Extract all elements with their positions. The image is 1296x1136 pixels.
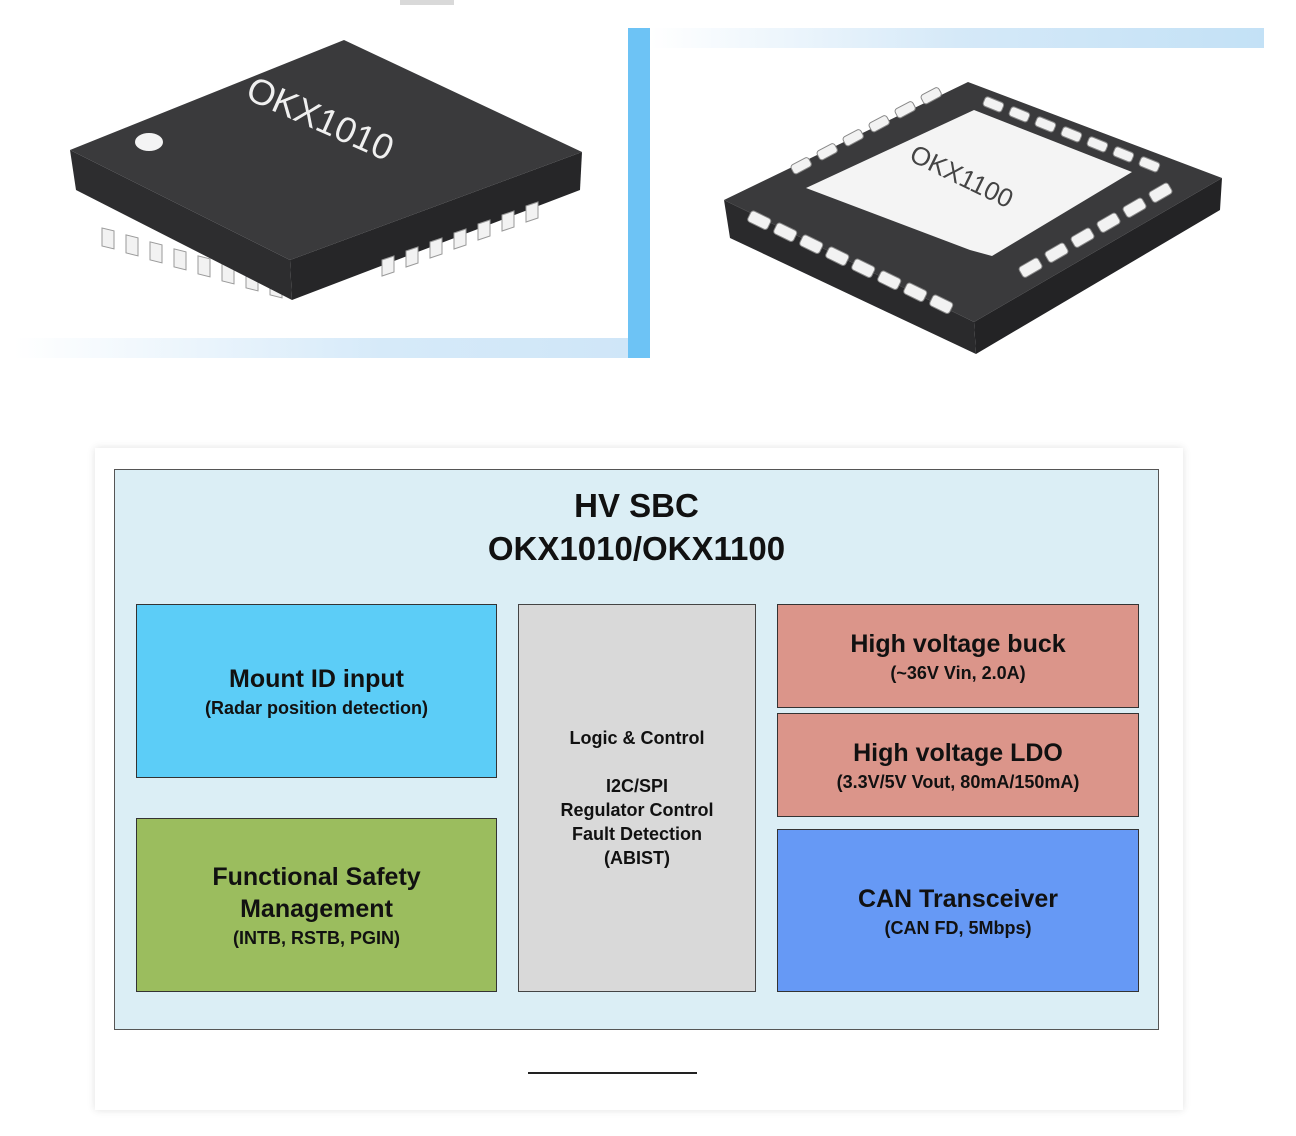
caption-underline bbox=[528, 1072, 697, 1074]
top-tab-marker bbox=[400, 0, 454, 5]
block-mount-subtitle: (Radar position detection) bbox=[204, 698, 428, 718]
diagram-title-line2: OKX1010/OKX1100 bbox=[487, 530, 786, 567]
block-safety-title-line1: Functional Safety bbox=[212, 863, 421, 891]
okx1100-chip-image: OKX1100 bbox=[724, 82, 1222, 354]
block-logic-line4: Fault Detection bbox=[571, 824, 702, 844]
block-diagram-card: HV SBC OKX1010/OKX1100 Mount ID input (R… bbox=[95, 448, 1183, 1110]
block-ldo-title: High voltage LDO bbox=[853, 739, 1063, 767]
diagram-title-line1: HV SBC bbox=[574, 487, 699, 524]
block-buck-subtitle: (~36V Vin, 2.0A) bbox=[890, 663, 1026, 683]
block-logic-line3: Regulator Control bbox=[560, 800, 714, 820]
accent-bar-vertical bbox=[628, 28, 650, 358]
block-logic-line5: (ABIST) bbox=[604, 848, 670, 868]
block-hv-ldo: High voltage LDO (3.3V/5V Vout, 80mA/150… bbox=[777, 713, 1139, 817]
chip-photo-okx1010: OKX1010 bbox=[14, 30, 628, 320]
diagram-title: HV SBC OKX1010/OKX1100 bbox=[115, 484, 1158, 570]
accent-bar-horizontal-left bbox=[14, 338, 628, 358]
block-buck-title: High voltage buck bbox=[850, 630, 1066, 658]
block-logic-control: Logic & Control I2C/SPI Regulator Contro… bbox=[518, 604, 756, 992]
block-can-transceiver: CAN Transceiver (CAN FD, 5Mbps) bbox=[777, 829, 1139, 992]
okx1010-top-face bbox=[70, 40, 582, 260]
block-mount-title: Mount ID input bbox=[229, 665, 404, 693]
block-hv-buck: High voltage buck (~36V Vin, 2.0A) bbox=[777, 604, 1139, 708]
block-logic-line1: Logic & Control bbox=[569, 728, 705, 748]
block-diagram-frame: HV SBC OKX1010/OKX1100 Mount ID input (R… bbox=[114, 469, 1159, 1030]
okx1100-thermal-pad bbox=[806, 110, 1132, 256]
block-functional-safety: Functional Safety Management (INTB, RSTB… bbox=[136, 818, 497, 992]
okx1010-chip-image: OKX1010 bbox=[70, 40, 582, 300]
block-mount-id-input: Mount ID input (Radar position detection… bbox=[136, 604, 497, 778]
block-can-subtitle: (CAN FD, 5Mbps) bbox=[884, 917, 1032, 938]
accent-bar-horizontal-right bbox=[650, 28, 1264, 48]
block-ldo-subtitle: (3.3V/5V Vout, 80mA/150mA) bbox=[836, 772, 1080, 792]
block-logic-line2: I2C/SPI bbox=[605, 776, 669, 796]
block-safety-subtitle: (INTB, RSTB, PGIN) bbox=[233, 928, 400, 948]
pin1-dot-icon bbox=[135, 133, 163, 151]
block-can-title: CAN Transceiver bbox=[857, 884, 1059, 913]
block-safety-title-line2: Management bbox=[240, 895, 393, 923]
